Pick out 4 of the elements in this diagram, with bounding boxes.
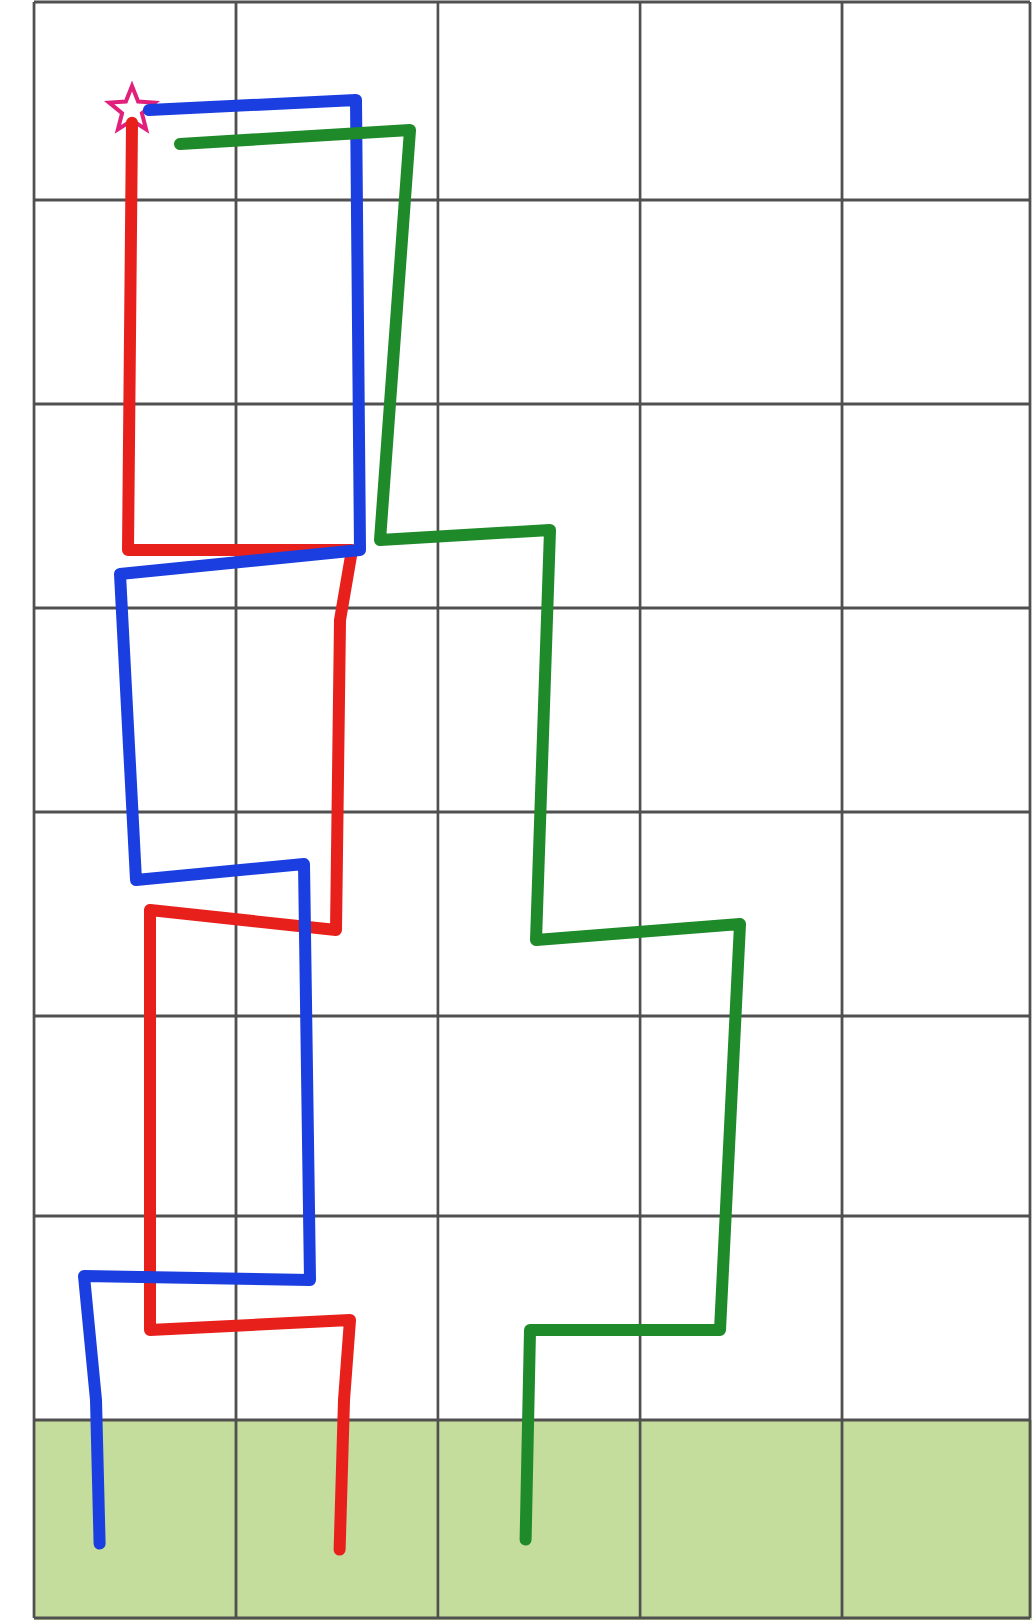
ground-band [34,1420,1032,1620]
path-line [174,124,746,1546]
path-line [122,116,358,1556]
path-line [78,94,366,1550]
